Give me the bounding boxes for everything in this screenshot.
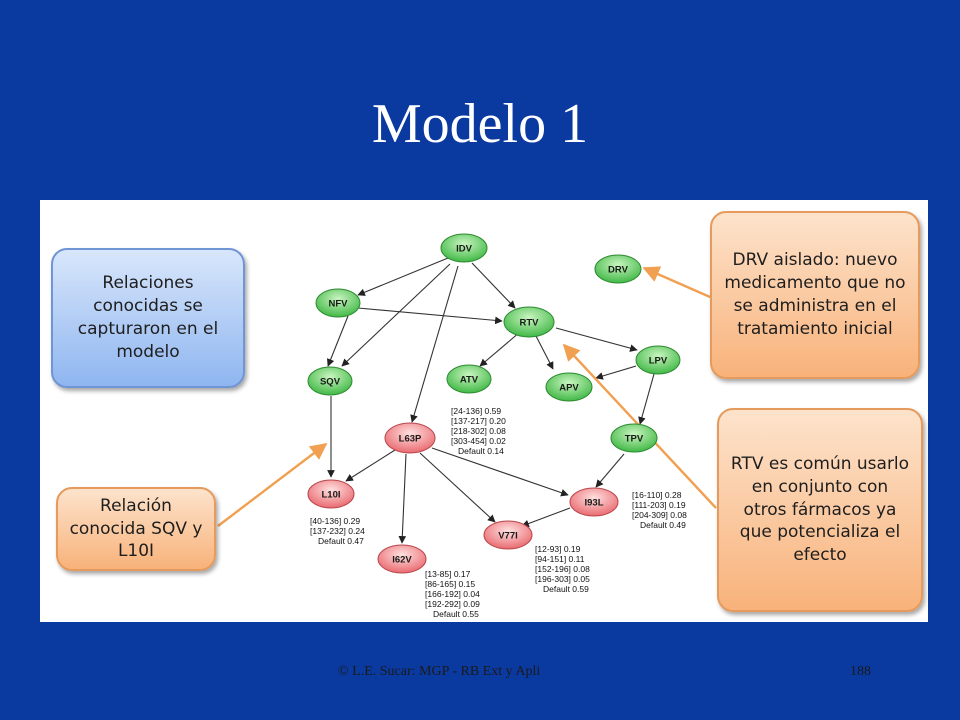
svg-text:L63P: L63P xyxy=(399,434,422,445)
svg-text:ATV: ATV xyxy=(460,375,479,386)
edge-idv-sqv xyxy=(341,263,451,367)
bayesian-network: IDV NFV RTV DRV SQV ATV APV LPV xyxy=(217,233,717,619)
svg-text:RTV: RTV xyxy=(520,318,540,329)
edge-idv-rtv xyxy=(471,262,516,309)
edge-lpv-tpv xyxy=(638,373,655,425)
node-sqv: SQV xyxy=(307,366,353,396)
node-i93l: I93L xyxy=(569,487,619,517)
callout-arrows xyxy=(217,266,717,527)
svg-text:L10I: L10I xyxy=(321,490,340,501)
edge-nfv-sqv xyxy=(326,315,349,367)
edge-l63p-i62v xyxy=(398,453,407,544)
edge-idv-nfv xyxy=(357,257,449,296)
callout-drv: DRV aislado: nuevo medicamento que no se… xyxy=(710,211,920,379)
svg-text:[303-454] 0.02: [303-454] 0.02 xyxy=(451,436,506,446)
svg-text:Default 0.47: Default 0.47 xyxy=(318,536,364,546)
svg-text:[86-165] 0.15: [86-165] 0.15 xyxy=(425,579,475,589)
svg-text:[218-302] 0.08: [218-302] 0.08 xyxy=(451,426,506,436)
edge-rtv-apv xyxy=(535,335,554,370)
svg-text:[137-232] 0.24: [137-232] 0.24 xyxy=(310,526,365,536)
svg-text:APV: APV xyxy=(559,383,579,394)
callout-relaciones: Relaciones conocidas se capturaron en el… xyxy=(51,248,245,388)
edge-l63p-i93l xyxy=(431,447,569,497)
svg-text:[94-151] 0.11: [94-151] 0.11 xyxy=(535,554,585,564)
edge-l63p-v77i xyxy=(419,452,496,523)
cpt-l10i: [40-136] 0.29 [137-232] 0.24 Default 0.4… xyxy=(310,516,365,546)
node-l63p: L63P xyxy=(384,422,436,454)
svg-text:[16-110] 0.28: [16-110] 0.28 xyxy=(632,490,682,500)
node-atv: ATV xyxy=(446,364,492,394)
cpt-l63p: [24-136] 0.59 [137-217] 0.20 [218-302] 0… xyxy=(451,406,506,456)
svg-text:[12-93] 0.19: [12-93] 0.19 xyxy=(535,544,581,554)
edge-rtv-lpv xyxy=(555,327,638,352)
slide-title: Modelo 1 xyxy=(371,93,589,155)
svg-text:[24-136] 0.59: [24-136] 0.59 xyxy=(451,406,501,416)
svg-text:[111-203] 0.19: [111-203] 0.19 xyxy=(632,500,686,510)
node-lpv: LPV xyxy=(635,345,681,375)
cpt-i62v: [13-85] 0.17 [86-165] 0.15 [166-192] 0.0… xyxy=(425,569,480,619)
svg-text:[166-192] 0.04: [166-192] 0.04 xyxy=(425,589,480,599)
node-idv: IDV xyxy=(440,233,488,263)
svg-text:Default 0.49: Default 0.49 xyxy=(640,520,686,530)
svg-text:[196-303] 0.05: [196-303] 0.05 xyxy=(535,574,590,584)
callout-rtv: RTV es común usarlo en conjunto con otro… xyxy=(717,408,923,612)
svg-text:[40-136] 0.29: [40-136] 0.29 xyxy=(310,516,360,526)
edge-nfv-rtv xyxy=(357,307,503,325)
svg-text:[137-217] 0.20: [137-217] 0.20 xyxy=(451,416,506,426)
node-i62v: I62V xyxy=(377,544,427,574)
footer-credit: © L.E. Sucar: MGP - RB Ext y Apli xyxy=(338,664,541,679)
svg-text:[204-309] 0.08: [204-309] 0.08 xyxy=(632,510,687,520)
arrow-sqv-l10i xyxy=(217,442,328,527)
svg-text:[192-292] 0.09: [192-292] 0.09 xyxy=(425,599,480,609)
node-rtv: RTV xyxy=(503,306,555,338)
arrow-drv xyxy=(642,266,711,299)
edge-i93l-v77i xyxy=(521,507,571,528)
svg-text:NFV: NFV xyxy=(329,299,349,310)
footer-page-number: 188 xyxy=(850,664,871,679)
edge-tpv-i93l xyxy=(595,453,625,488)
svg-text:LPV: LPV xyxy=(649,356,668,367)
svg-text:Default 0.14: Default 0.14 xyxy=(458,446,504,456)
node-nfv: NFV xyxy=(315,288,361,318)
node-v77i: V77I xyxy=(483,520,533,550)
node-apv: APV xyxy=(545,372,593,402)
svg-text:[152-196] 0.08: [152-196] 0.08 xyxy=(535,564,590,574)
node-l10i: L10I xyxy=(307,479,355,509)
svg-text:Default 0.59: Default 0.59 xyxy=(543,584,589,594)
node-tpv: TPV xyxy=(610,423,658,453)
edge-l63p-l10i xyxy=(345,449,396,482)
svg-text:[13-85] 0.17: [13-85] 0.17 xyxy=(425,569,471,579)
edge-lpv-apv xyxy=(595,365,637,380)
node-drv: DRV xyxy=(594,254,642,284)
diagram-panel: IDV NFV RTV DRV SQV ATV APV LPV xyxy=(40,200,928,622)
callout-relacion-sqv-l10i: Relación conocida SQV y L10I xyxy=(56,487,216,571)
edge-rtv-atv xyxy=(479,331,521,367)
cpt-i93l: [16-110] 0.28 [111-203] 0.19 [204-309] 0… xyxy=(632,490,687,530)
svg-text:Default 0.55: Default 0.55 xyxy=(433,609,479,619)
edge-idv-l63p xyxy=(410,265,459,423)
svg-text:I62V: I62V xyxy=(392,555,412,566)
svg-text:SQV: SQV xyxy=(320,377,341,388)
cpt-v77i: [12-93] 0.19 [94-151] 0.11 [152-196] 0.0… xyxy=(535,544,590,594)
svg-text:V77I: V77I xyxy=(498,531,518,542)
svg-text:I93L: I93L xyxy=(584,498,603,509)
svg-text:IDV: IDV xyxy=(456,244,473,255)
network-edges xyxy=(326,257,655,544)
svg-text:TPV: TPV xyxy=(625,434,644,445)
svg-text:DRV: DRV xyxy=(608,265,629,276)
